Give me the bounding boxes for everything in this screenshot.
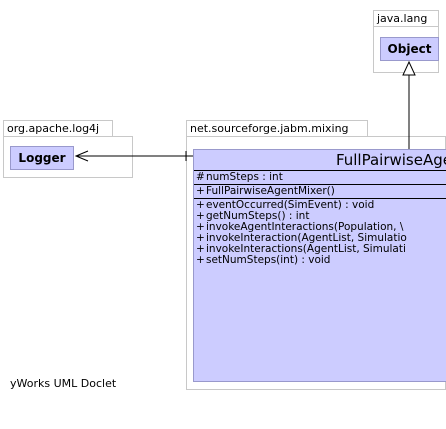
logger-class-name: Logger — [18, 151, 66, 165]
field-separator — [194, 184, 446, 185]
method-text: getNumSteps() : int — [206, 210, 310, 222]
main-class-name: FullPairwiseAge — [335, 151, 446, 169]
method-row: +setNumSteps(int) : void — [196, 255, 330, 266]
method-row: +invokeInteraction(AgentList, Simulatio — [196, 233, 407, 244]
generalization-arrowhead — [402, 60, 416, 76]
visibility-symbol: + — [196, 185, 205, 197]
method-text: invokeInteractions(AgentList, Simulati — [206, 243, 406, 255]
constructor-row: +FullPairwiseAgentMixer() — [196, 186, 335, 197]
method-text: invokeAgentInteractions(Population, \ — [206, 221, 404, 233]
method-row: +invokeAgentInteractions(Population, \ — [196, 222, 403, 233]
constructor-separator — [194, 198, 446, 199]
visibility-symbol: # — [196, 171, 205, 183]
field-text: numSteps : int — [206, 171, 283, 183]
method-row: +eventOccurred(SimEvent) : void — [196, 200, 374, 211]
method-text: invokeInteraction(AgentList, Simulatio — [206, 232, 407, 244]
visibility-symbol: + — [196, 221, 205, 233]
package-label-log4j: org.apache.log4j — [7, 122, 100, 135]
full-pairwise-agent-mixer-class[interactable]: FullPairwiseAge #numSteps : int +FullPai… — [193, 149, 446, 382]
main-class-title: FullPairwiseAge — [194, 150, 446, 171]
method-text: eventOccurred(SimEvent) : void — [206, 199, 375, 211]
constructor-text: FullPairwiseAgentMixer() — [206, 185, 335, 197]
visibility-symbol: + — [196, 243, 205, 255]
visibility-symbol: + — [196, 210, 205, 222]
method-text: setNumSteps(int) : void — [206, 254, 331, 266]
package-label-java-lang: java.lang — [377, 12, 428, 25]
logger-class-box[interactable]: Logger — [10, 146, 74, 170]
package-label-mixing: net.sourceforge.jabm.mixing — [190, 122, 349, 135]
method-row: +getNumSteps() : int — [196, 211, 309, 222]
object-class-name: Object — [387, 42, 432, 56]
visibility-symbol: + — [196, 199, 205, 211]
visibility-symbol: + — [196, 232, 205, 244]
footer-credit: yWorks UML Doclet — [10, 377, 117, 390]
method-row: +invokeInteractions(AgentList, Simulati — [196, 244, 406, 255]
dependency-arrowhead — [74, 150, 89, 162]
visibility-symbol: + — [196, 254, 205, 266]
object-class-box[interactable]: Object — [380, 37, 439, 61]
field-row: #numSteps : int — [196, 172, 283, 183]
